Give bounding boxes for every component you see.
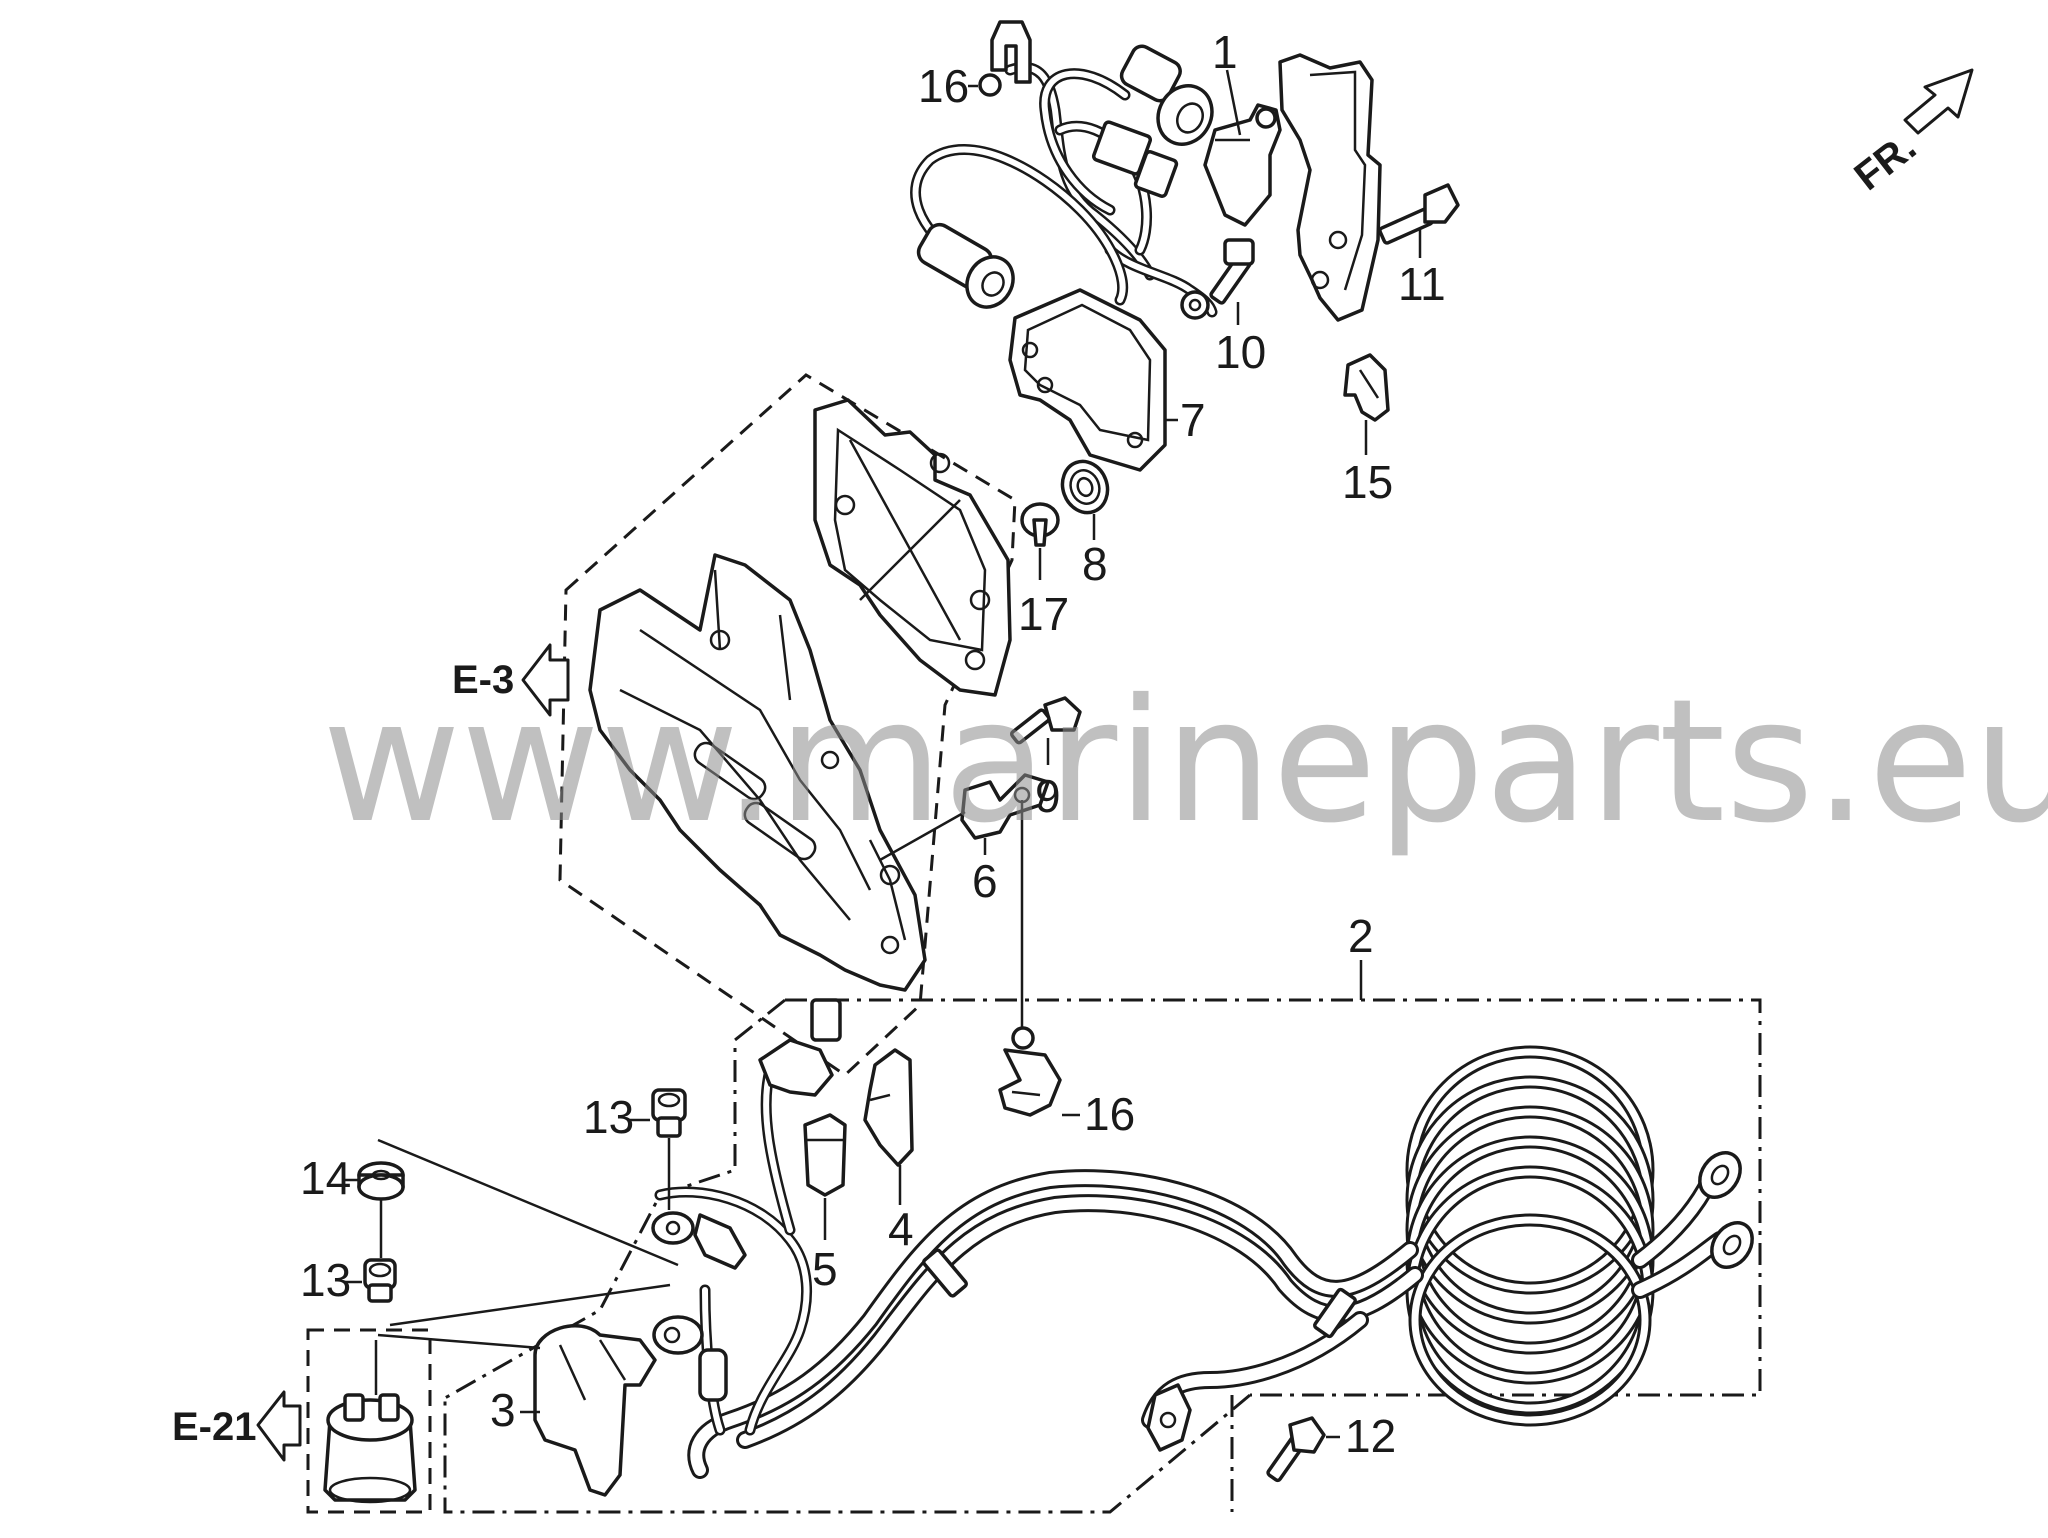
leader-14-diagonal	[377, 1138, 679, 1267]
part-1-bracket	[1203, 103, 1282, 227]
cable-assembly	[443, 960, 1762, 1514]
callout-10: 10	[1215, 326, 1266, 378]
upper-assembly	[910, 20, 1460, 580]
part-12-bolt	[1230, 1395, 1340, 1512]
part-9-screw	[1010, 696, 1082, 745]
part-5-cap	[803, 1113, 847, 1197]
callout-3: 3	[490, 1384, 516, 1436]
cylindrical-connector	[916, 222, 1015, 309]
part-16-clip-top	[978, 20, 1032, 97]
callout-4: 4	[888, 1203, 914, 1255]
callout-7: 7	[1180, 394, 1206, 446]
part-10-bolt	[1209, 238, 1255, 305]
callout-12: 12	[1345, 1410, 1396, 1462]
leader-3-diagonal	[377, 1333, 541, 1350]
part-15-clamp	[1343, 353, 1390, 422]
solenoid-reference-box	[306, 1328, 432, 1514]
ring-terminals-right	[1698, 1151, 1754, 1269]
callout-6: 6	[972, 855, 998, 907]
harness-connector	[693, 1213, 747, 1402]
gasket	[813, 398, 1012, 697]
callout-9: 9	[1035, 770, 1061, 822]
plug-connector-top	[1119, 44, 1214, 146]
leader-1	[1225, 69, 1242, 136]
cable-sleeve-band-2	[922, 1248, 968, 1298]
frame-plate	[588, 553, 927, 992]
callout-13-lower: 13	[300, 1254, 351, 1306]
callout-16-lower: 16	[1084, 1088, 1135, 1140]
e3-reference-arrow-icon	[521, 643, 570, 717]
part-3-boot	[533, 1324, 657, 1497]
watermark: www.marineparts.eu	[322, 663, 2048, 861]
part-16-clip-lower	[998, 1026, 1062, 1117]
part-17-screw	[1020, 502, 1060, 547]
callout-15: 15	[1342, 456, 1393, 508]
front-arrow-icon	[1903, 68, 1974, 135]
part-4-boot	[863, 1048, 914, 1167]
callout-17: 17	[1018, 588, 1069, 640]
callout-11: 11	[1398, 258, 1446, 310]
lower-left-parts: E-21	[172, 1088, 687, 1514]
middle-parts	[879, 696, 1082, 1117]
callout-labels: 16 1 11 10 7 15 8 17 9 6 2 16 13 4 5 14 …	[300, 26, 1446, 1462]
mounting-plate	[1278, 53, 1382, 322]
callout-8: 8	[1082, 538, 1108, 590]
callout-5: 5	[812, 1243, 838, 1295]
e3-reference-label: E-3	[452, 658, 514, 702]
leader-13-lower-diagonal	[389, 1283, 671, 1327]
part-13-nut-upper	[651, 1088, 687, 1138]
cable-end-clip	[758, 998, 842, 1097]
part-8-grommet	[1060, 459, 1110, 515]
ring-terminal-upper	[1180, 290, 1210, 320]
part-14-washer	[357, 1161, 405, 1201]
terminal-eyelets-left	[651, 1211, 704, 1355]
e21-reference-label: E-21	[172, 1405, 257, 1449]
small-connectors	[1091, 120, 1179, 198]
leader-6-to-panel	[879, 810, 966, 862]
callout-2: 2	[1348, 910, 1374, 962]
part-7-module	[1008, 288, 1167, 472]
callout-14: 14	[300, 1152, 351, 1204]
callout-13-upper: 13	[583, 1091, 634, 1143]
starter-solenoid	[323, 1340, 417, 1504]
callout-1: 1	[1212, 26, 1238, 78]
part-13-nut-lower	[363, 1258, 397, 1303]
cable-sleeve-band-1	[1313, 1287, 1357, 1339]
eyelet-terminal-lower	[1146, 1383, 1192, 1452]
callout-16-top: 16	[918, 60, 969, 112]
front-direction-indicator: FR.	[1846, 68, 1974, 199]
panel-assembly-reference: E-3	[452, 373, 1017, 1077]
part-11-bolt	[1378, 183, 1460, 245]
e21-reference-arrow-icon	[256, 1390, 302, 1462]
cable-coil	[1405, 1045, 1655, 1427]
front-label: FR.	[1846, 125, 1924, 199]
